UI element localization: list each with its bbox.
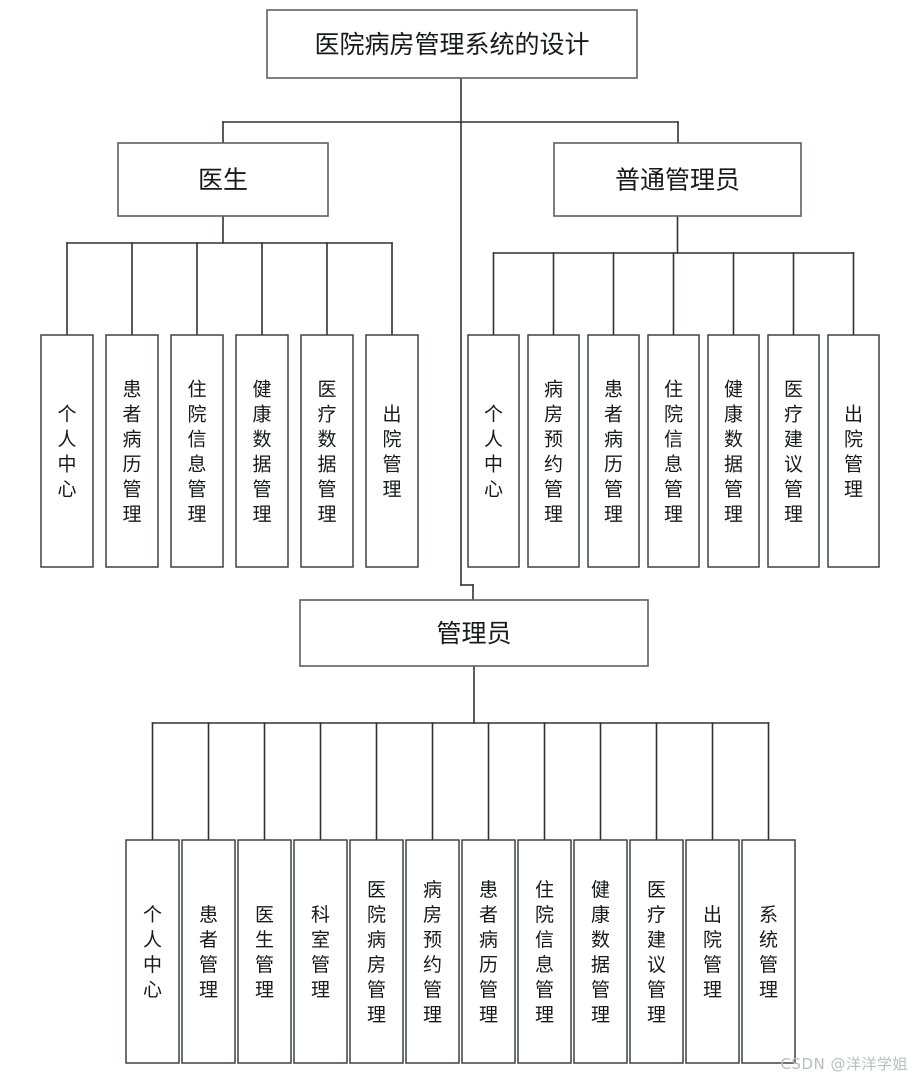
node-leaf-ordinary-admin-3[interactable]: 住院信息管理 bbox=[647, 334, 700, 568]
node-leaf-doctor-1[interactable]: 患者病历管理 bbox=[105, 334, 159, 568]
node-leaf-label-administrator-5: 病房预约管理 bbox=[423, 879, 442, 1026]
node-root[interactable]: 医院病房管理系统的设计 bbox=[266, 9, 638, 79]
node-leaf-administrator-7[interactable]: 住院信息管理 bbox=[517, 839, 572, 1064]
node-leaf-label-ordinary-admin-0: 个人中心 bbox=[484, 404, 503, 501]
node-leaf-label-administrator-9: 医疗建议管理 bbox=[647, 879, 666, 1026]
node-leaf-ordinary-admin-4[interactable]: 健康数据管理 bbox=[707, 334, 760, 568]
node-leaf-label-administrator-11: 系统管理 bbox=[759, 904, 778, 1001]
node-leaf-doctor-3-rect bbox=[235, 334, 289, 568]
node-branch-administrator-rect bbox=[299, 599, 649, 667]
node-branch-administrator[interactable]: 管理员 bbox=[299, 599, 649, 667]
node-leaf-administrator-6[interactable]: 患者病历管理 bbox=[461, 839, 516, 1064]
node-leaf-administrator-4-rect bbox=[349, 839, 404, 1064]
node-leaf-ordinary-admin-0-rect bbox=[467, 334, 520, 568]
node-leaf-administrator-2-rect bbox=[237, 839, 292, 1064]
node-branch-label-doctor: 医生 bbox=[198, 166, 248, 195]
node-leaf-administrator-5-rect bbox=[405, 839, 460, 1064]
node-leaf-label-ordinary-admin-1: 病房预约管理 bbox=[544, 379, 563, 526]
node-leaf-label-administrator-2: 医生管理 bbox=[255, 904, 274, 1001]
node-leaf-administrator-9-rect bbox=[629, 839, 684, 1064]
node-leaf-ordinary-admin-0[interactable]: 个人中心 bbox=[467, 334, 520, 568]
node-leaf-label-doctor-1: 患者病历管理 bbox=[122, 379, 141, 526]
node-leaf-administrator-5[interactable]: 病房预约管理 bbox=[405, 839, 460, 1064]
node-leaf-administrator-3-rect bbox=[293, 839, 348, 1064]
node-leaf-ordinary-admin-2-rect bbox=[587, 334, 640, 568]
node-root-label: 医院病房管理系统的设计 bbox=[314, 30, 589, 59]
node-leaf-label-administrator-1: 患者管理 bbox=[199, 904, 218, 1001]
node-leaf-ordinary-admin-2[interactable]: 患者病历管理 bbox=[587, 334, 640, 568]
node-leaf-ordinary-admin-1[interactable]: 病房预约管理 bbox=[527, 334, 580, 568]
node-leaf-administrator-3[interactable]: 科室管理 bbox=[293, 839, 348, 1064]
node-leaf-ordinary-admin-3-rect bbox=[647, 334, 700, 568]
node-leaf-label-administrator-7: 住院信息管理 bbox=[535, 879, 554, 1026]
node-leaf-administrator-4[interactable]: 医院病房管理 bbox=[349, 839, 404, 1064]
node-leaf-label-ordinary-admin-4: 健康数据管理 bbox=[724, 379, 743, 526]
node-leaf-ordinary-admin-6[interactable]: 出院管理 bbox=[827, 334, 880, 568]
node-leaf-administrator-8-rect bbox=[573, 839, 628, 1064]
node-leaf-label-doctor-0: 个人中心 bbox=[57, 404, 76, 501]
node-leaf-administrator-10[interactable]: 出院管理 bbox=[685, 839, 740, 1064]
node-leaf-administrator-11[interactable]: 系统管理 bbox=[741, 839, 796, 1064]
watermark: CSDN @洋洋学姐 bbox=[780, 1055, 908, 1073]
node-root-rect bbox=[266, 9, 638, 79]
node-leaf-doctor-5[interactable]: 出院管理 bbox=[365, 334, 419, 568]
node-branch-ordinary-admin-rect bbox=[553, 142, 802, 217]
node-branch-label-administrator: 管理员 bbox=[436, 619, 511, 648]
node-leaf-label-administrator-0: 个人中心 bbox=[143, 904, 162, 1001]
node-leaf-administrator-7-rect bbox=[517, 839, 572, 1064]
node-leaf-doctor-2-rect bbox=[170, 334, 224, 568]
node-leaf-ordinary-admin-4-rect bbox=[707, 334, 760, 568]
node-leaf-doctor-2[interactable]: 住院信息管理 bbox=[170, 334, 224, 568]
node-leaf-doctor-3[interactable]: 健康数据管理 bbox=[235, 334, 289, 568]
node-leaf-label-ordinary-admin-3: 住院信息管理 bbox=[664, 379, 683, 526]
node-branch-doctor[interactable]: 医生 bbox=[117, 142, 329, 217]
node-leaf-label-doctor-3: 健康数据管理 bbox=[252, 379, 271, 526]
node-leaf-label-doctor-2: 住院信息管理 bbox=[187, 379, 206, 526]
node-leaf-administrator-10-rect bbox=[685, 839, 740, 1064]
node-leaf-administrator-2[interactable]: 医生管理 bbox=[237, 839, 292, 1064]
node-leaf-ordinary-admin-5-rect bbox=[767, 334, 820, 568]
node-leaf-label-doctor-5: 出院管理 bbox=[382, 404, 401, 501]
node-leaf-administrator-0[interactable]: 个人中心 bbox=[125, 839, 180, 1064]
node-leaf-label-administrator-8: 健康数据管理 bbox=[591, 879, 610, 1026]
node-leaf-doctor-4[interactable]: 医疗数据管理 bbox=[300, 334, 354, 568]
node-leaf-administrator-1-rect bbox=[181, 839, 236, 1064]
node-leaf-ordinary-admin-5[interactable]: 医疗建议管理 bbox=[767, 334, 820, 568]
node-leaf-doctor-4-rect bbox=[300, 334, 354, 568]
node-leaf-doctor-0-rect bbox=[40, 334, 94, 568]
node-leaf-label-doctor-4: 医疗数据管理 bbox=[317, 379, 336, 526]
node-branch-label-ordinary-admin: 普通管理员 bbox=[615, 166, 740, 195]
node-leaf-administrator-0-rect bbox=[125, 839, 180, 1064]
node-leaf-label-administrator-4: 医院病房管理 bbox=[367, 879, 386, 1026]
node-leaf-label-ordinary-admin-5: 医疗建议管理 bbox=[784, 379, 803, 526]
node-leaf-administrator-1[interactable]: 患者管理 bbox=[181, 839, 236, 1064]
node-leaf-label-administrator-10: 出院管理 bbox=[703, 904, 722, 1001]
node-leaf-label-administrator-3: 科室管理 bbox=[311, 904, 330, 1001]
node-leaf-administrator-8[interactable]: 健康数据管理 bbox=[573, 839, 628, 1064]
node-branch-ordinary-admin[interactable]: 普通管理员 bbox=[553, 142, 802, 217]
node-leaf-administrator-11-rect bbox=[741, 839, 796, 1064]
nodes-layer: 医院病房管理系统的设计医生个人中心患者病历管理住院信息管理健康数据管理医疗数据管… bbox=[40, 9, 880, 1064]
node-leaf-label-administrator-6: 患者病历管理 bbox=[479, 879, 498, 1026]
node-leaf-ordinary-admin-1-rect bbox=[527, 334, 580, 568]
node-leaf-label-ordinary-admin-6: 出院管理 bbox=[844, 404, 863, 501]
connectors-layer bbox=[66, 77, 855, 841]
node-leaf-doctor-5-rect bbox=[365, 334, 419, 568]
node-leaf-doctor-0[interactable]: 个人中心 bbox=[40, 334, 94, 568]
node-leaf-label-ordinary-admin-2: 患者病历管理 bbox=[604, 379, 623, 526]
node-branch-doctor-rect bbox=[117, 142, 329, 217]
node-leaf-administrator-6-rect bbox=[461, 839, 516, 1064]
node-leaf-doctor-1-rect bbox=[105, 334, 159, 568]
node-leaf-ordinary-admin-6-rect bbox=[827, 334, 880, 568]
node-leaf-administrator-9[interactable]: 医疗建议管理 bbox=[629, 839, 684, 1064]
